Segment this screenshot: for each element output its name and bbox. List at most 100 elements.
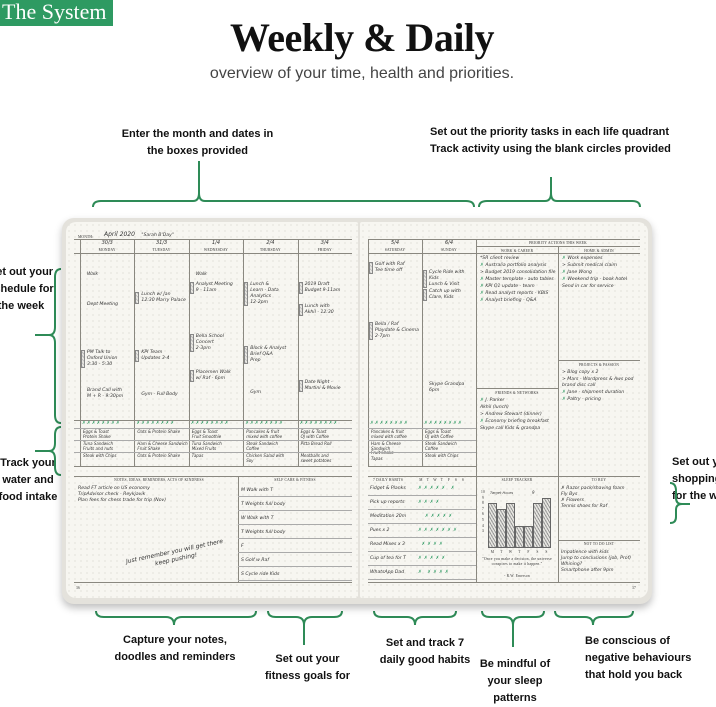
meal-entry[interactable]: Ham & Cheese Sandwich Fruit Shake (371, 442, 421, 456)
schedule-entry[interactable]: Skype Grandpa 6pm (429, 382, 475, 394)
meal-entry[interactable]: Chicken Salad with Soy (246, 454, 296, 463)
schedule-entry[interactable]: Placemen Walk w/ Raf - 6pm (196, 370, 242, 382)
water-tracker[interactable]: ✗✗✗✗✗✗✗✗ (245, 421, 295, 427)
priority-item[interactable]: ✗ Master template - auto tables (480, 277, 558, 283)
schedule-entry[interactable]: Date Night - Martini & Movie (305, 380, 351, 392)
priority-item[interactable]: ✗ Analyst briefing - Q&A (480, 298, 558, 304)
to-buy-item[interactable]: Tennis shoes for Raf (561, 504, 624, 510)
priority-item[interactable]: ✗ Jane Wong (562, 270, 640, 276)
schedule-entry[interactable]: Lunch w/ Jan 12:30 Marry Palace (141, 292, 187, 304)
habit-checks[interactable]: ✗✗✗✗ (418, 542, 445, 548)
schedule-entry[interactable]: Brand Call with M + R - 9:30pm (87, 388, 133, 400)
priority-item[interactable]: ✗ Australia portfolio analysis (480, 263, 558, 269)
fitness-entry[interactable]: W Walk with T (241, 516, 274, 522)
callout-line: doodles and reminders (100, 649, 250, 666)
column-divider (298, 239, 299, 466)
habit-checks[interactable]: ✗✗✗✗✗✗✗ (418, 528, 459, 534)
meal-entry[interactable]: Meatballs and sweet potatoes (301, 454, 351, 463)
water-tracker[interactable]: ✗✗✗✗✗✗✗✗ (136, 421, 186, 427)
habit-name[interactable]: Read Mixes x 3 (370, 542, 415, 548)
meal-entry[interactable]: Eggs & Toast OJ with Coffee (425, 430, 475, 439)
meal-entry[interactable]: Oats & Protein Shake (137, 430, 187, 435)
priority-item[interactable]: > Andrew Stewart (dinner) (480, 412, 558, 418)
habit-checks[interactable]: ✗ ✗✗✗✗ (418, 570, 451, 576)
priority-item[interactable]: ✗ Jane - shipment duration (562, 390, 640, 396)
not-to-do-item[interactable]: Smartphone after 9pm (561, 568, 631, 574)
schedule-entry[interactable]: 2019 Draft Budget 9-11am (305, 282, 351, 294)
meal-entry[interactable]: Steak Sandwich Coffee (425, 442, 475, 451)
habit-checks[interactable]: ✗✗✗✗✗ (418, 556, 447, 562)
water-tracker[interactable]: ✗✗✗✗✗✗✗✗ (300, 421, 350, 427)
bracket-fitness (268, 611, 342, 645)
priority-item[interactable]: > Budget 2019 consolidation file (480, 270, 558, 276)
water-tracker[interactable]: ✗✗✗✗✗✗✗✗ (191, 421, 241, 427)
fitness-entry[interactable]: S Cycle ride Kids (241, 572, 279, 578)
water-tracker[interactable]: ✗✗✗✗✗✗✗✗ (82, 421, 132, 427)
water-tracker[interactable]: ✗✗✗✗✗✗✗✗ (424, 421, 474, 427)
habit-name[interactable]: Pues x 2 (370, 528, 415, 534)
schedule-entry[interactable]: Catch up with Clare, Kids (429, 289, 475, 301)
fitness-entry[interactable]: S Golf w Raf (241, 558, 269, 564)
schedule-entry[interactable]: Walk (87, 272, 133, 278)
schedule-entry[interactable]: Cycle Ride with Kids Lunch & Visit (429, 270, 475, 288)
meal-entry[interactable]: Ham & Cheese Sandwich Fruit Shake (137, 442, 187, 451)
schedule-entry[interactable]: Gym (250, 390, 296, 396)
fitness-entry[interactable]: M Walk with T (241, 488, 273, 494)
habit-checks[interactable]: ✗✗✗✗✗ ✗ (418, 486, 457, 492)
water-tracker[interactable]: ✗✗✗✗✗✗✗✗ (370, 421, 420, 427)
meal-entry[interactable]: Steak with Chips (83, 454, 133, 459)
priority-item[interactable]: > Submit medical claim (562, 263, 640, 269)
meal-entry[interactable]: Oats & Protein Shake (137, 454, 187, 459)
schedule-entry[interactable]: Walk (196, 272, 242, 278)
meal-entry[interactable]: Steak with Chips (425, 454, 475, 459)
meal-entry[interactable]: Tuna Sandwich Mixed Fruits (192, 442, 242, 451)
habit-name[interactable]: Pick up reports (370, 500, 415, 506)
meal-entry[interactable]: Steak Sandwich Coffee (246, 442, 296, 451)
meal-entry[interactable]: Eggs & Toast Protein Shake (83, 430, 133, 439)
meal-entry[interactable]: Pancakes & fruit mixed with coffee (246, 430, 296, 439)
priority-item[interactable]: ✗ Weekend trip - book hotel (562, 277, 640, 283)
habit-name[interactable]: Fidget & Planks (370, 486, 415, 492)
event-highlight (190, 370, 194, 382)
priority-item[interactable]: Skype call Kids & grandpa (480, 426, 558, 432)
meal-entry[interactable]: Tapas (371, 457, 421, 462)
habit-checks[interactable]: ✗✗✗✗✗ (418, 514, 454, 520)
schedule-entry[interactable]: Gym - Full Body (141, 392, 187, 398)
schedule-entry[interactable]: Lunch with Akhil - 12:30 (305, 304, 351, 316)
priority-item[interactable]: ✗ Work expenses (562, 256, 640, 262)
priority-item[interactable]: ✗ Economy briefing breakfast (480, 419, 558, 425)
schedule-entry[interactable]: Bella School Concert 2-3pm (196, 334, 242, 352)
habit-name[interactable]: Cup of tea for T (370, 556, 415, 562)
schedule-entry[interactable]: Block & Analyst Brief Q&A Prep (250, 346, 296, 364)
meal-entry[interactable]: Eggs & Toast Fruit Smoothie (192, 430, 242, 439)
meal-entry[interactable]: Pitta Bread Roll (301, 442, 351, 447)
schedule-entry[interactable]: Analyst Meeting 9 - 11am (196, 282, 242, 294)
meal-entry[interactable]: Tapas (192, 454, 242, 459)
schedule-entry[interactable]: Bella / Raf Playdate & Cinema 2-7pm (375, 322, 421, 340)
priority-item[interactable]: ✗ Read analyst reports - KBIS (480, 291, 558, 297)
priority-item[interactable]: *SR client review (480, 256, 558, 262)
habit-checks[interactable]: ✗✗✗✗ (418, 500, 441, 506)
schedule-entry[interactable]: PM Talk to Oxford Union 3:30 - 5:30 (87, 350, 133, 368)
quote-author: - R.W. Emerson (482, 574, 552, 578)
schedule-entry[interactable]: Lunch & Learn - Data Analytics 12-2pm (250, 282, 296, 306)
priority-item[interactable]: > Blog copy x 2 (562, 370, 640, 376)
schedule-entry[interactable]: Golf with Raf Tee time off (375, 262, 421, 274)
habit-name[interactable]: WhatsApp Dad (370, 570, 415, 576)
habit-name[interactable]: Meditation 20m (370, 514, 415, 520)
priority-item[interactable]: Send in car for service (562, 284, 640, 290)
priority-item[interactable]: ✗ KPI Q1 update - team (480, 284, 558, 290)
meal-entry[interactable]: Tuna Sandwich Fruits and nuts (83, 442, 133, 451)
priority-item[interactable]: Akhil (lunch) (480, 405, 558, 411)
meal-entry[interactable]: Eggs & Toast OJ with Coffee (301, 430, 351, 439)
priority-item[interactable]: > Mars - Wordpress & Aws pod brand disc … (562, 377, 640, 389)
schedule-entry[interactable]: Dept Meeting (87, 302, 133, 308)
priority-item[interactable]: ✗ J. Parker (480, 398, 558, 404)
fitness-entry[interactable]: F (241, 544, 244, 550)
fitness-entry[interactable]: T Weights full body (241, 530, 285, 536)
priority-item[interactable]: ✗ Paltry - pricing (562, 397, 640, 403)
habit-day: T (439, 478, 445, 482)
fitness-entry[interactable]: T Weights full body (241, 502, 285, 508)
meal-entry[interactable]: Pancakes & fruit mixed with coffee (371, 430, 421, 439)
schedule-entry[interactable]: KPI Team Updates 3-4 (141, 350, 187, 362)
